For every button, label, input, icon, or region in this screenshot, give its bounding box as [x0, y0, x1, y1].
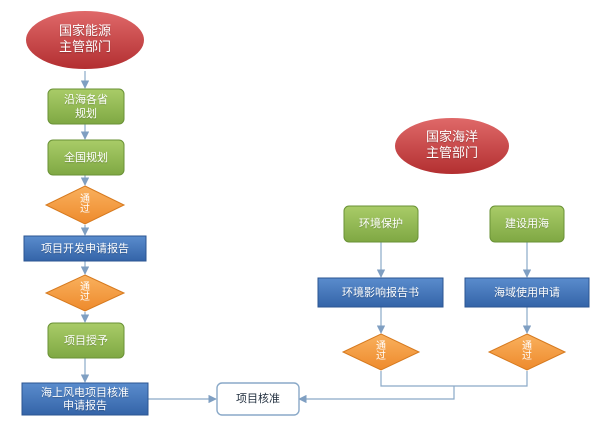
project-approval-box — [216, 382, 300, 416]
project-grant-box — [47, 322, 125, 359]
national-planning-box — [47, 139, 125, 176]
project-application-box — [23, 235, 147, 262]
connectors — [80, 70, 532, 404]
pass-3-diamond — [341, 333, 421, 371]
pass-1-diamond — [44, 185, 126, 225]
pass-2-diamond — [44, 274, 126, 312]
ocean-authority-oval — [393, 116, 511, 176]
pass-4-diamond — [487, 333, 567, 371]
coastal-planning-box — [47, 88, 125, 125]
wind-application-box — [21, 382, 149, 416]
env-protection-box — [343, 205, 419, 243]
sea-use-box — [489, 205, 565, 243]
connector-merge-to-approval — [298, 386, 455, 404]
energy-authority-oval — [24, 9, 146, 71]
sea-application-box — [464, 277, 590, 308]
connector-pass3-merge — [380, 371, 528, 387]
env-report-box — [317, 277, 444, 308]
